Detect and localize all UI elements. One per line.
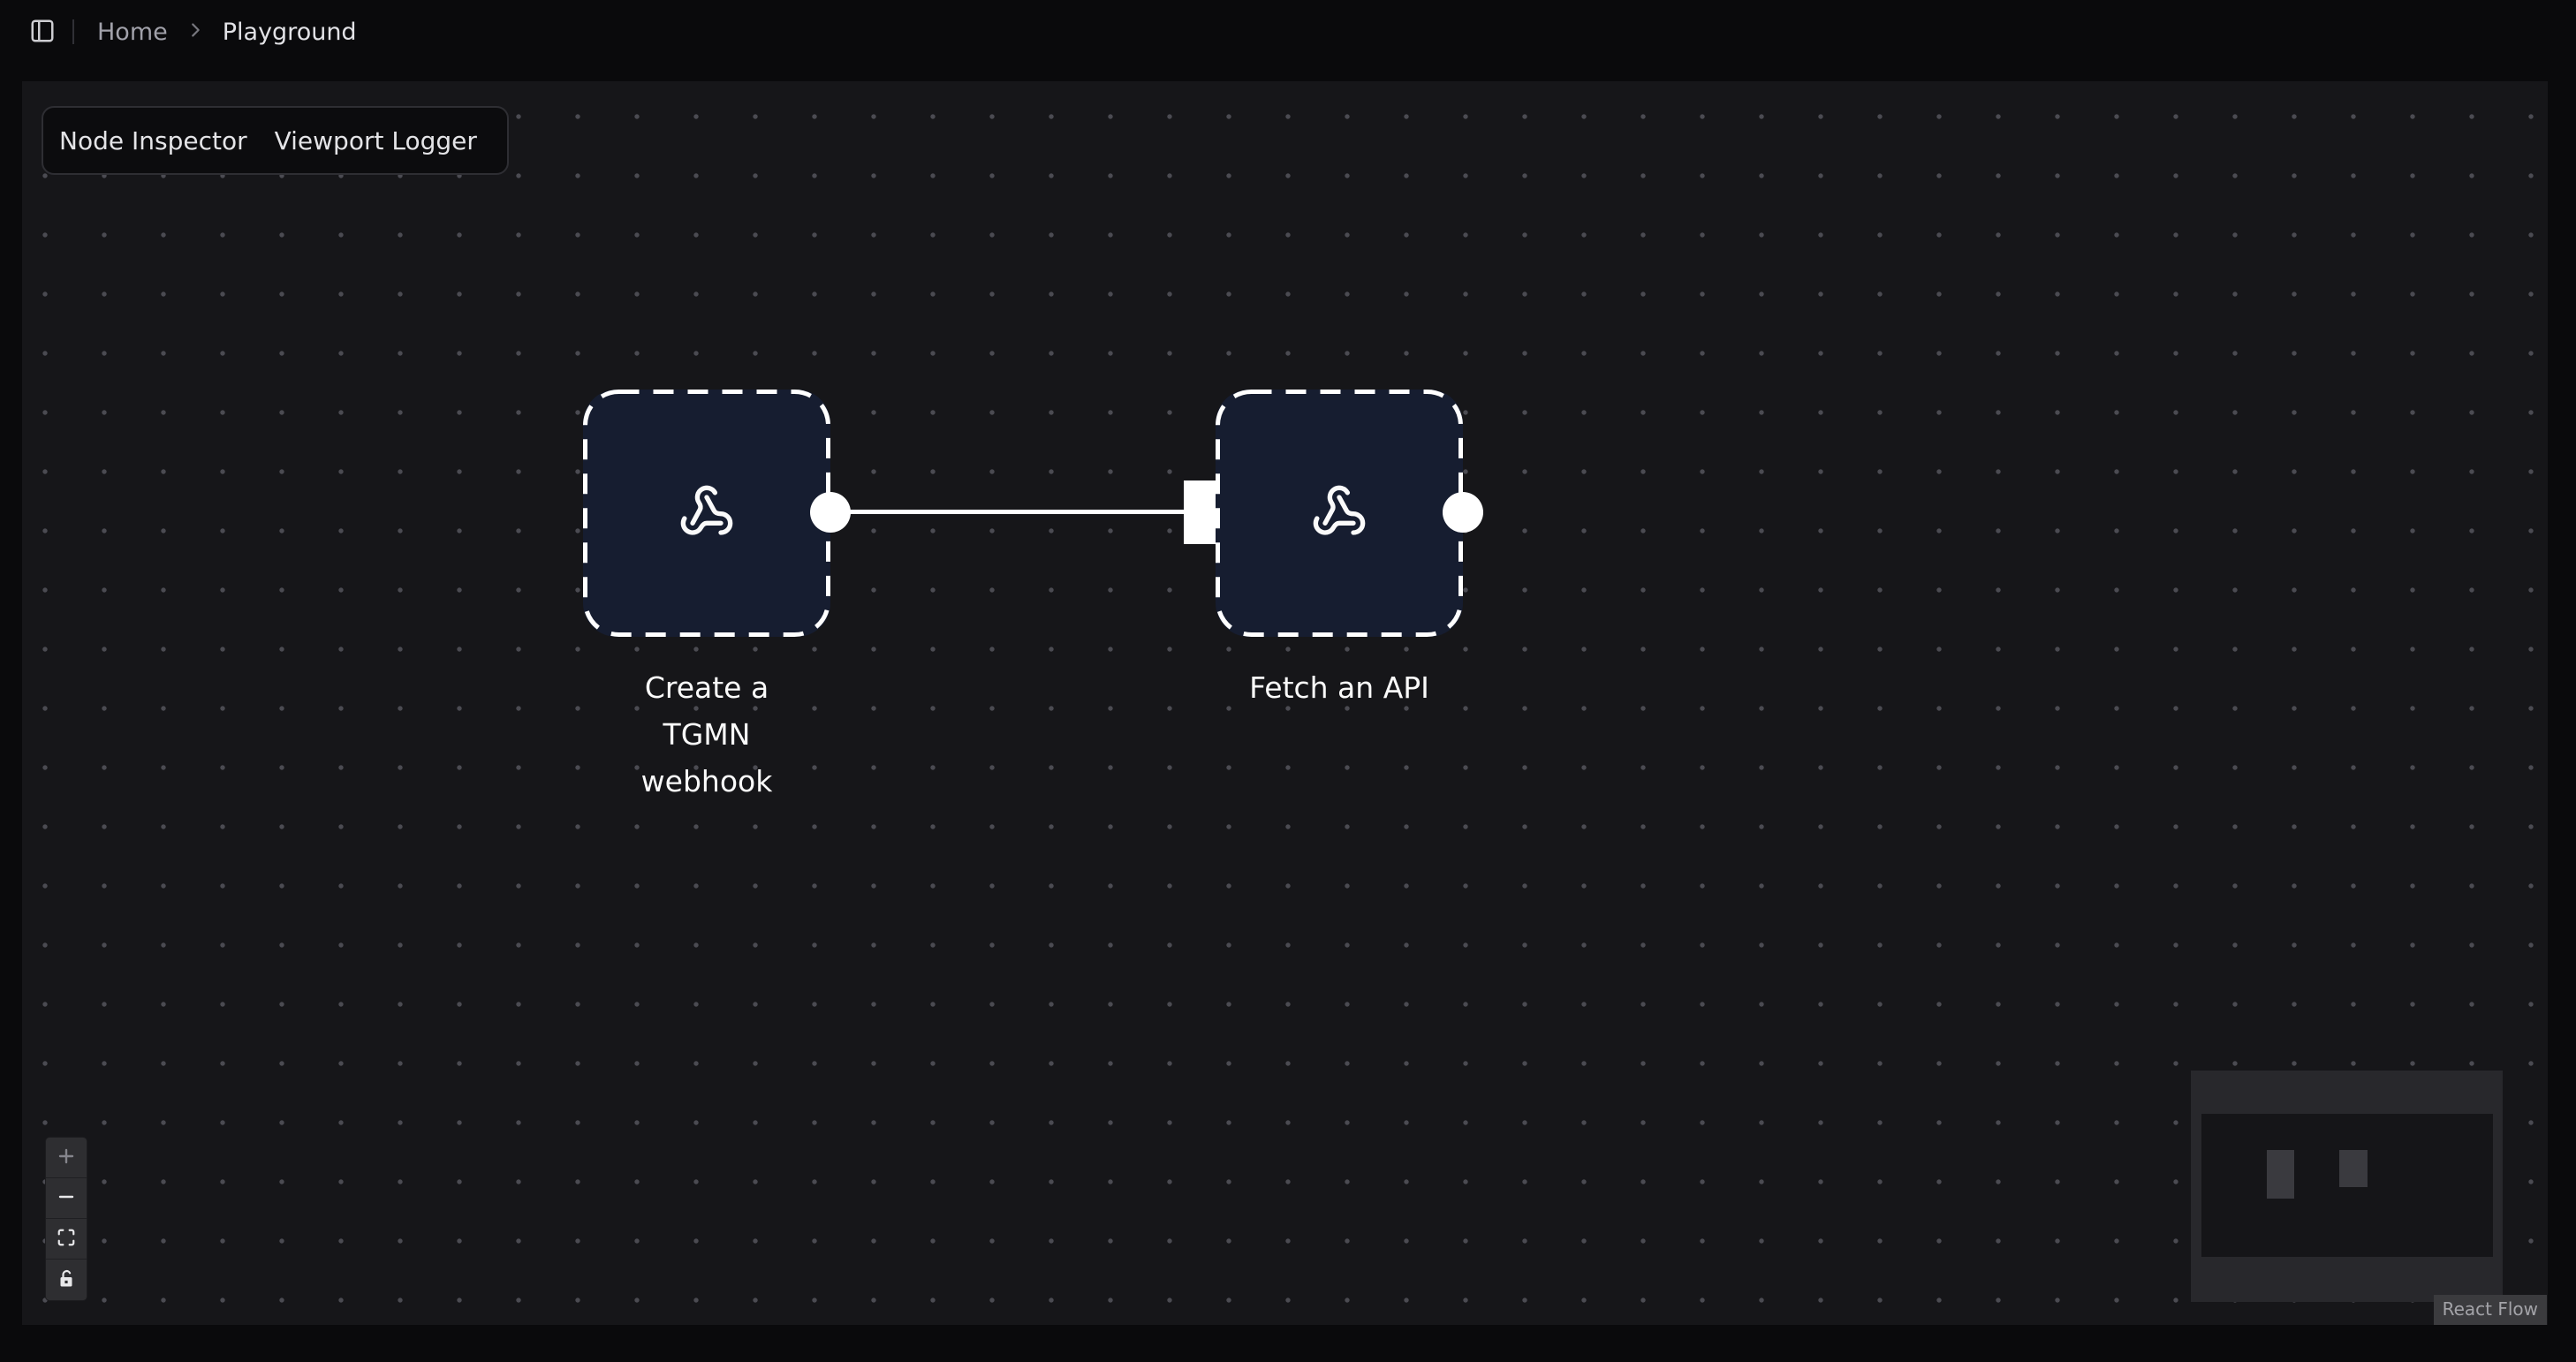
breadcrumb: Home Playground	[97, 19, 357, 46]
node-label-create-tgmn-webhook: Create a TGMN webhook	[640, 670, 773, 798]
zoom-in-button[interactable]	[46, 1138, 87, 1178]
plus-icon	[56, 1146, 77, 1169]
tab-node-inspector[interactable]: Node Inspector	[59, 125, 247, 155]
webhook-icon	[678, 483, 735, 543]
chevron-right-icon	[186, 19, 205, 46]
minimap-node-create-tgmn-webhook	[2267, 1150, 2294, 1199]
lock-open-icon	[56, 1268, 77, 1292]
breadcrumb-current: Playground	[222, 18, 357, 46]
zoom-controls	[46, 1138, 87, 1300]
flow-node-fetch-an-api[interactable]	[1216, 390, 1463, 637]
source-handle-create-tgmn-webhook[interactable]	[810, 492, 851, 533]
reactflow-attribution-link[interactable]: React Flow	[2433, 1295, 2547, 1325]
top-bar: Home Playground	[0, 0, 2576, 64]
minus-icon	[56, 1186, 77, 1210]
maximize-icon	[57, 1228, 76, 1250]
node-label-fetch-an-api: Fetch an API	[1249, 670, 1429, 705]
webhook-icon	[1311, 483, 1368, 543]
minimap-node-fetch-an-api	[2339, 1150, 2368, 1187]
source-handle-fetch-an-api[interactable]	[1443, 492, 1483, 533]
breadcrumb-home-link[interactable]: Home	[97, 18, 168, 46]
zoom-out-button[interactable]	[46, 1178, 87, 1219]
edge-webhook-to-api[interactable]	[830, 510, 1184, 514]
minimap[interactable]	[2191, 1071, 2503, 1302]
header-divider	[72, 19, 74, 44]
debug-panel: Node Inspector Viewport Logger	[42, 106, 509, 175]
target-handle-fetch-an-api[interactable]	[1184, 480, 1216, 544]
flow-node-create-tgmn-webhook[interactable]	[583, 390, 830, 637]
tab-viewport-logger[interactable]: Viewport Logger	[274, 125, 477, 155]
fit-view-button[interactable]	[46, 1219, 87, 1260]
toggle-interactivity-button[interactable]	[46, 1260, 87, 1300]
sidebar-toggle-button[interactable]	[23, 12, 62, 51]
panel-left-icon	[29, 18, 56, 47]
flow-canvas[interactable]: Node Inspector Viewport Logger Create a …	[22, 81, 2548, 1325]
